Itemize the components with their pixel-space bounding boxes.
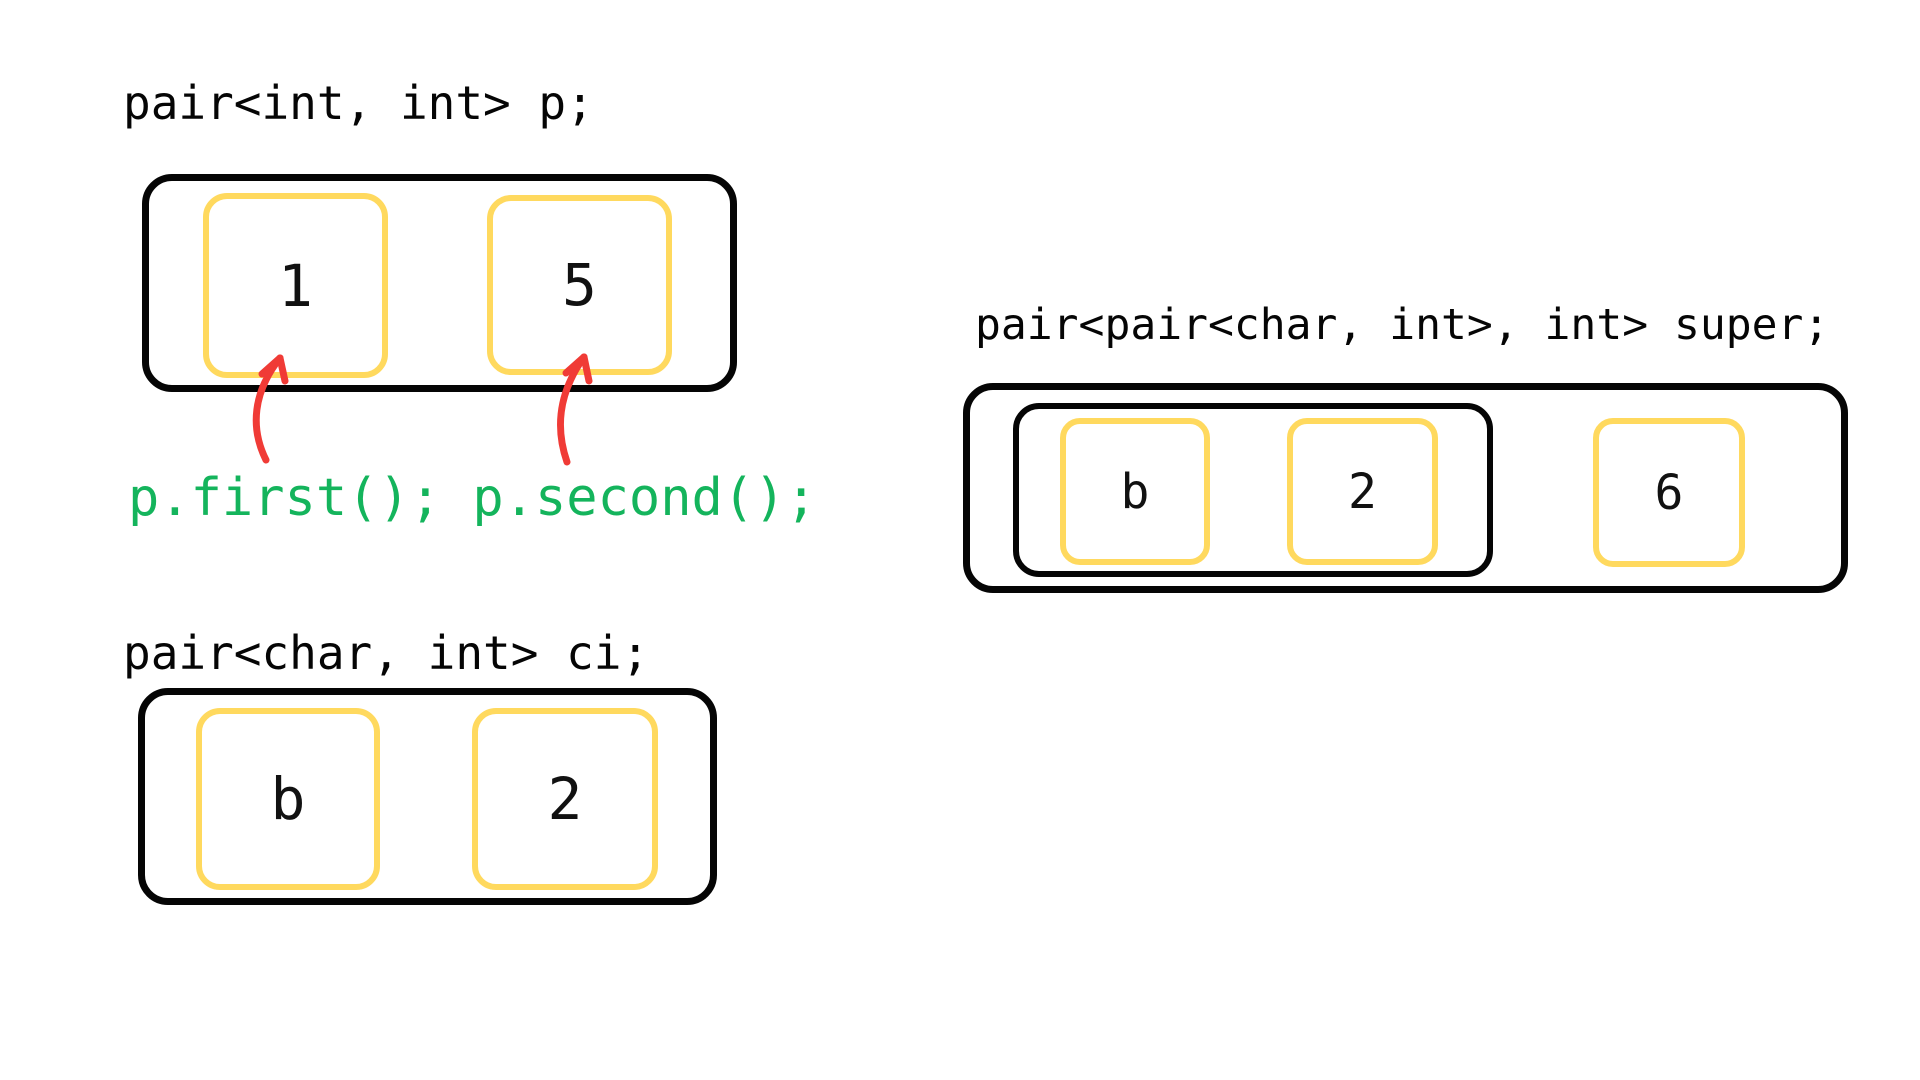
super-inner-second-cell: 2 <box>1287 418 1438 565</box>
super-second-value: 6 <box>1654 464 1684 521</box>
pair-box-ci: b 2 <box>138 688 717 905</box>
super-inner-first-cell: b <box>1060 418 1210 565</box>
pair-box-super-inner: b 2 <box>1013 403 1493 577</box>
super-second-cell: 6 <box>1593 418 1745 567</box>
declaration-super: pair<pair<char, int>, int> super; <box>975 300 1830 350</box>
pair-box-super: b 2 6 <box>963 383 1848 593</box>
pair-p-first-value: 1 <box>278 251 313 320</box>
pair-box-p: 1 5 <box>142 174 737 392</box>
pair-p-second-cell: 5 <box>487 195 672 375</box>
declaration-ci: pair<char, int> ci; <box>123 626 650 680</box>
super-inner-second-value: 2 <box>1348 463 1377 520</box>
pair-ci-second-value: 2 <box>547 765 583 833</box>
pair-p-first-cell: 1 <box>203 193 388 378</box>
super-inner-first-value: b <box>1120 463 1150 520</box>
accessor-code: p.first(); p.second(); <box>128 468 817 528</box>
pair-p-second-value: 5 <box>562 251 597 319</box>
declaration-p: pair<int, int> p; <box>123 76 594 130</box>
pair-ci-first-value: b <box>270 765 306 833</box>
pair-ci-first-cell: b <box>196 708 380 890</box>
pair-ci-second-cell: 2 <box>472 708 658 890</box>
